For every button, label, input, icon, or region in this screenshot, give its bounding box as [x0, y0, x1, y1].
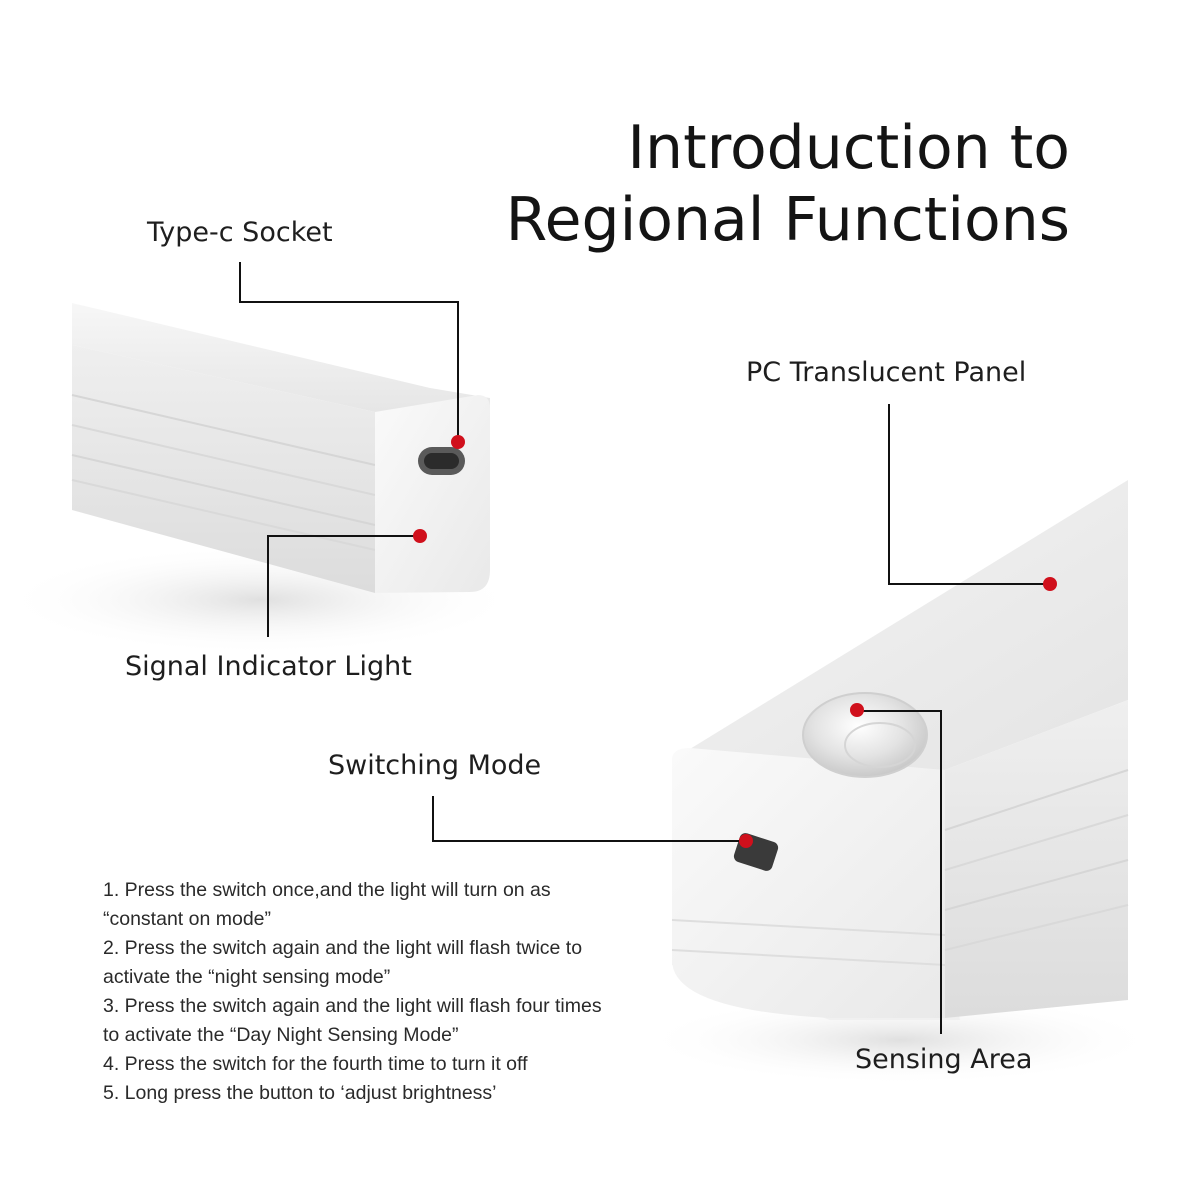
leader-line-panel: [888, 404, 1050, 585]
instructions-list: 1. Press the switch once,and the light w…: [103, 876, 623, 1108]
upper-light-bar: [0, 303, 520, 655]
leader-line-type-c: [239, 262, 459, 440]
page-title: Introduction to Regional Functions: [506, 112, 1070, 256]
leader-lines: [239, 262, 1050, 1034]
instruction-item: 1. Press the switch once,and the light w…: [103, 879, 551, 930]
instruction-item: 3. Press the switch again and the light …: [103, 995, 602, 1046]
title-line-1: Introduction to: [627, 113, 1070, 183]
lower-light-bar: [640, 480, 1160, 1085]
leader-line-switch: [432, 796, 745, 842]
callout-switching-mode: Switching Mode: [328, 750, 542, 781]
instruction-item: 5. Long press the button to ‘adjust brig…: [103, 1082, 497, 1104]
title-line-2: Regional Functions: [505, 185, 1070, 255]
pir-sensor-lens-icon: [802, 692, 928, 778]
instruction-item: 4. Press the switch for the fourth time …: [103, 1053, 528, 1075]
leader-line-sensing: [857, 710, 942, 1034]
instruction-item: 2. Press the switch again and the light …: [103, 937, 583, 988]
marker-dot: [1043, 577, 1057, 591]
callout-type-c-socket: Type-c Socket: [147, 217, 333, 248]
marker-dot: [739, 834, 753, 848]
marker-dot: [413, 529, 427, 543]
callout-signal-indicator-light: Signal Indicator Light: [125, 651, 412, 682]
callout-markers: [413, 435, 1057, 848]
callout-pc-translucent-panel: PC Translucent Panel: [746, 357, 1027, 388]
marker-dot: [850, 703, 864, 717]
callout-sensing-area: Sensing Area: [855, 1044, 1033, 1075]
marker-dot: [451, 435, 465, 449]
leader-line-indicator: [267, 535, 420, 637]
